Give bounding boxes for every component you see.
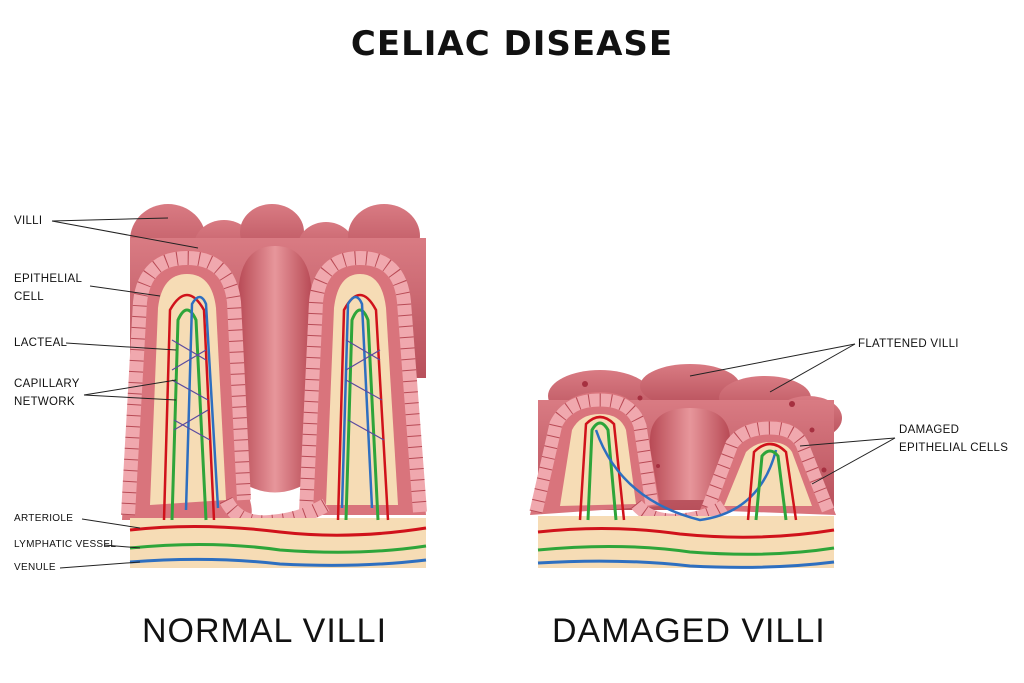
caption-normal-villi: NORMAL VILLI xyxy=(142,612,387,651)
normal-villi-diagram xyxy=(122,204,426,568)
center-villus xyxy=(238,246,312,493)
label-epithelial-cell: EPITHELIAL CELL xyxy=(14,270,82,306)
label-capillary-network: CAPILLARY NETWORK xyxy=(14,375,80,411)
label-arteriole: ARTERIOLE xyxy=(14,510,73,528)
label-villi: VILLI xyxy=(14,212,42,230)
label-flattened-villi: FLATTENED VILLI xyxy=(858,335,959,353)
damaged-villi-diagram xyxy=(530,364,842,568)
label-lymphatic-vessel: LYMPHATIC VESSEL xyxy=(14,536,116,554)
caption-damaged-villi: DAMAGED VILLI xyxy=(552,612,826,651)
label-venule: VENULE xyxy=(14,559,56,577)
label-damaged-epithelial-cells: DAMAGED EPITHELIAL CELLS xyxy=(899,421,1008,457)
label-lacteal: LACTEAL xyxy=(14,334,67,352)
